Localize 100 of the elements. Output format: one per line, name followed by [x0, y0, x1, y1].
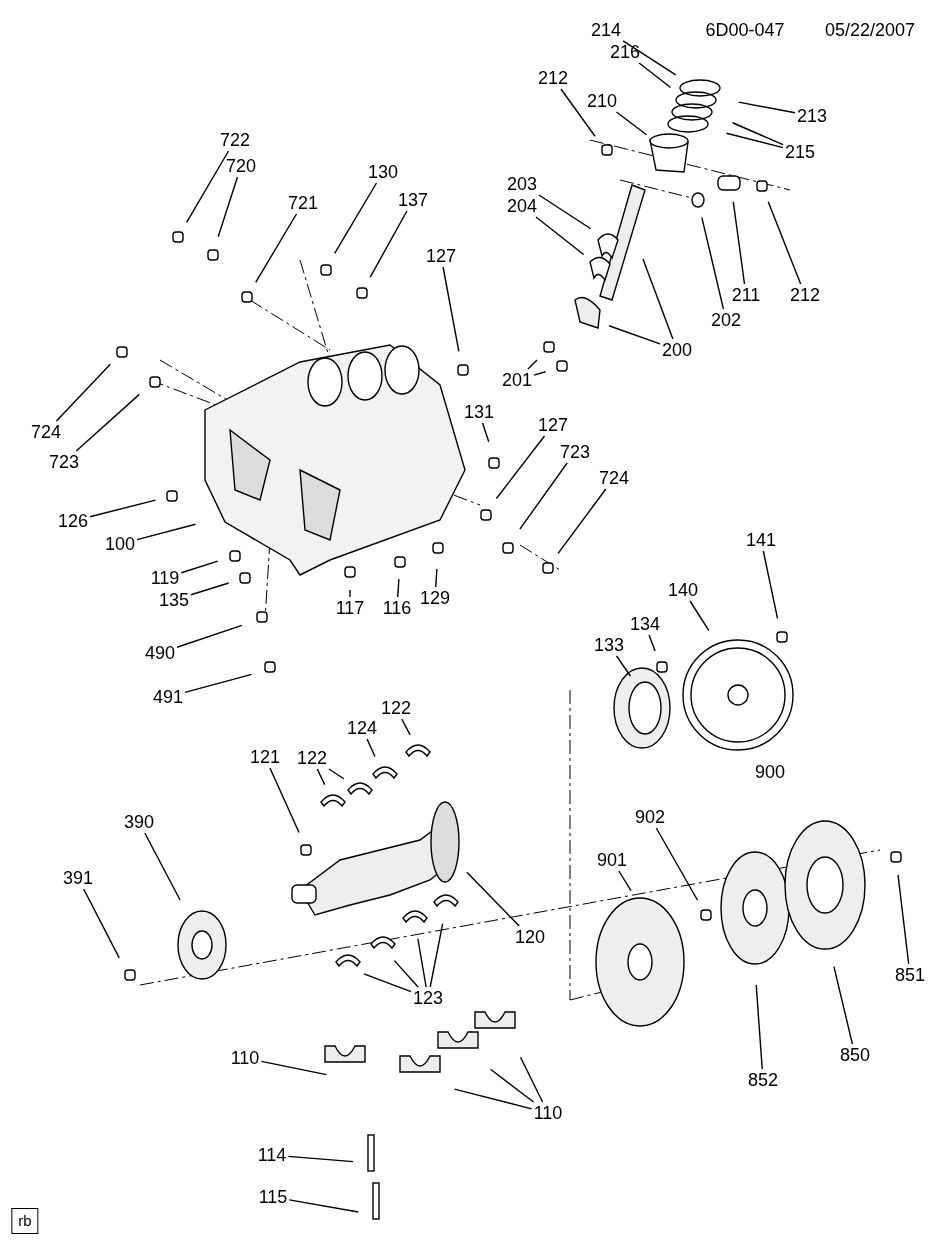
- callout-number: 131: [464, 402, 494, 422]
- callout-number: 134: [630, 614, 660, 634]
- callout-number: 211: [731, 285, 761, 305]
- leader-line: [260, 1060, 328, 1076]
- callout-number: 126: [58, 511, 88, 531]
- callout-number: 114: [257, 1145, 287, 1165]
- callout-number: 133: [594, 635, 624, 655]
- leader-line: [833, 965, 854, 1045]
- callout-number: 723: [49, 452, 79, 472]
- leader-line: [393, 959, 419, 988]
- leader-line: [527, 359, 538, 370]
- leader-line: [417, 938, 427, 988]
- leader-line: [638, 62, 672, 89]
- leader-line: [328, 768, 345, 780]
- callout-number: 490: [145, 643, 175, 663]
- callout-number: 115: [258, 1187, 288, 1207]
- callout-number: 213: [797, 106, 827, 126]
- leader-line: [176, 624, 243, 648]
- leader-line: [185, 150, 230, 224]
- leader-line: [144, 832, 181, 901]
- callout-number: 390: [124, 812, 154, 832]
- leader-line: [442, 266, 460, 352]
- leader-line: [897, 874, 910, 965]
- callout-number: 117: [335, 598, 365, 618]
- callout-number: 122: [381, 698, 411, 718]
- leader-line: [732, 201, 746, 285]
- callout-number: 121: [250, 747, 280, 767]
- leader-line: [435, 568, 438, 588]
- date-code: 05/22/2007: [824, 20, 916, 40]
- leader-line: [401, 718, 411, 736]
- leader-line: [334, 182, 378, 255]
- leader-line: [287, 1155, 354, 1163]
- leader-line: [190, 582, 230, 596]
- leader-line: [349, 589, 351, 598]
- leader-line: [429, 922, 444, 988]
- callout-number: 100: [105, 534, 135, 554]
- leader-line: [648, 634, 656, 652]
- callout-number: 214: [591, 20, 621, 40]
- leader-line: [397, 578, 400, 598]
- leader-line: [481, 422, 490, 443]
- callout-number: 202: [711, 310, 741, 330]
- leader-line: [618, 870, 632, 892]
- leader-line: [738, 101, 796, 114]
- leader-line: [366, 738, 376, 758]
- leader-line: [453, 1088, 533, 1110]
- callout-number: 201: [502, 370, 532, 390]
- callout-number: 116: [382, 598, 412, 618]
- callout-number: 724: [599, 468, 629, 488]
- callout-number: 852: [748, 1070, 778, 1090]
- leader-line: [767, 201, 802, 285]
- callout-number: 110: [533, 1103, 563, 1123]
- callout-number: 212: [538, 68, 568, 88]
- leader-line: [655, 827, 699, 901]
- leader-line: [689, 600, 710, 632]
- leader-line: [538, 194, 592, 230]
- leader-line: [184, 673, 253, 694]
- leader-line: [608, 325, 661, 345]
- leader-line: [533, 371, 547, 376]
- callout-number: 215: [785, 142, 815, 162]
- callout-number: 216: [610, 42, 640, 62]
- leader-line: [255, 213, 298, 284]
- callout-number: 722: [220, 130, 250, 150]
- leader-line: [519, 462, 568, 530]
- leader-line: [560, 88, 596, 137]
- callout-number: 140: [668, 580, 698, 600]
- callout-number: 119: [150, 568, 180, 588]
- callout-number: 391: [63, 868, 93, 888]
- leader-line: [762, 550, 779, 620]
- leader-line: [731, 122, 784, 146]
- id-code: 6D00-047: [705, 20, 785, 40]
- leader-line: [535, 216, 585, 256]
- callout-number: 850: [840, 1045, 870, 1065]
- callout-number: 137: [398, 190, 428, 210]
- callout-number: 724: [31, 422, 61, 442]
- callout-number: 124: [347, 718, 377, 738]
- leader-line: [82, 888, 120, 959]
- callout-number: 900: [755, 762, 785, 782]
- leader-line: [642, 258, 674, 340]
- callout-number: 723: [560, 442, 590, 462]
- leader-line: [269, 767, 300, 834]
- leader-line: [89, 499, 157, 518]
- leader-line: [180, 560, 219, 574]
- callout-number: 141: [746, 530, 776, 550]
- callout-number: 210: [587, 91, 617, 111]
- leader-line: [136, 523, 197, 541]
- callout-number: 901: [597, 850, 627, 870]
- leader-line: [75, 393, 141, 452]
- leader-line: [363, 973, 412, 993]
- leader-line: [466, 871, 520, 927]
- leader-line: [701, 216, 725, 310]
- callout-number: 721: [288, 193, 318, 213]
- callout-number: 122: [297, 748, 327, 768]
- callout-number: 200: [662, 340, 692, 360]
- callout-number: 130: [368, 162, 398, 182]
- author-code: rb: [11, 1208, 39, 1234]
- leader-line: [725, 132, 784, 149]
- callout-number: 123: [413, 988, 443, 1008]
- callout-number: 120: [515, 927, 545, 947]
- callout-number: 902: [635, 807, 665, 827]
- callout-number: 127: [426, 246, 456, 266]
